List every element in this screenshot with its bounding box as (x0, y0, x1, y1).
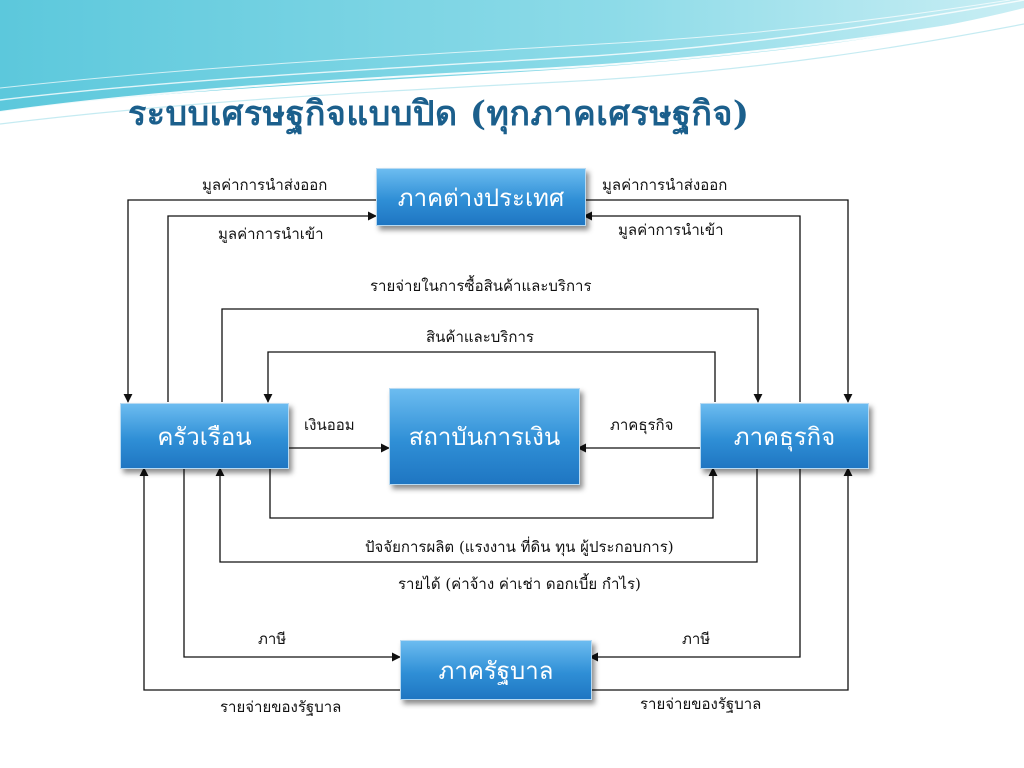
arrow-gov-spending-left (139, 467, 400, 691)
arrow-import-right (583, 211, 801, 402)
business-sector-box: ภาคธุรกิจ (700, 403, 869, 469)
label-income: รายได้ (ค่าจ้าง ค่าเช่า ดอกเบี้ย กำไร) (398, 575, 641, 593)
arrow-gov-spending-right (590, 467, 853, 691)
financial-institution-box: สถาบันการเงิน (389, 388, 580, 485)
label-tax-left: ภาษี (258, 630, 287, 648)
label-spending-goods: รายจ่ายในการซื้อสินค้าและบริการ (370, 277, 592, 295)
label-export-left: มูลค่าการนำส่งออก (202, 176, 328, 194)
foreign-sector-box: ภาคต่างประเทศ (376, 168, 586, 226)
label-import-right: มูลค่าการนำเข้า (618, 221, 724, 239)
arrow-tax-left (183, 468, 401, 662)
label-factors: ปัจจัยการผลิต (แรงงาน ที่ดิน ทุน ผู้ประก… (365, 538, 674, 556)
label-gov-spending-left: รายจ่ายของรัฐบาล (220, 698, 342, 716)
arrow-import-left (167, 211, 377, 402)
government-sector-box: ภาครัฐบาล (400, 640, 592, 700)
page-title: ระบบเศรษฐกิจแบบปิด (ทุกภาคเศรษฐกิจ) (128, 94, 750, 134)
header-wave-banner (0, 0, 1024, 125)
arrow-goods-services (263, 351, 716, 403)
label-goods-services: สินค้าและบริการ (426, 328, 534, 346)
arrow-income (215, 467, 758, 563)
arrow-export-right (584, 199, 853, 403)
household-box: ครัวเรือน (120, 403, 289, 469)
arrow-tax-right (589, 468, 801, 662)
label-tax-right: ภาษี (682, 630, 711, 648)
label-business-funds: ภาคธุรกิจ (610, 416, 674, 434)
arrow-export-left (123, 199, 376, 403)
label-import-left: มูลค่าการนำเข้า (218, 225, 324, 243)
label-export-right: มูลค่าการนำส่งออก (602, 176, 728, 194)
label-savings: เงินออม (304, 416, 355, 434)
arrow-spending-goods (221, 308, 763, 403)
arrow-factors (269, 467, 718, 519)
label-gov-spending-right: รายจ่ายของรัฐบาล (640, 695, 762, 713)
